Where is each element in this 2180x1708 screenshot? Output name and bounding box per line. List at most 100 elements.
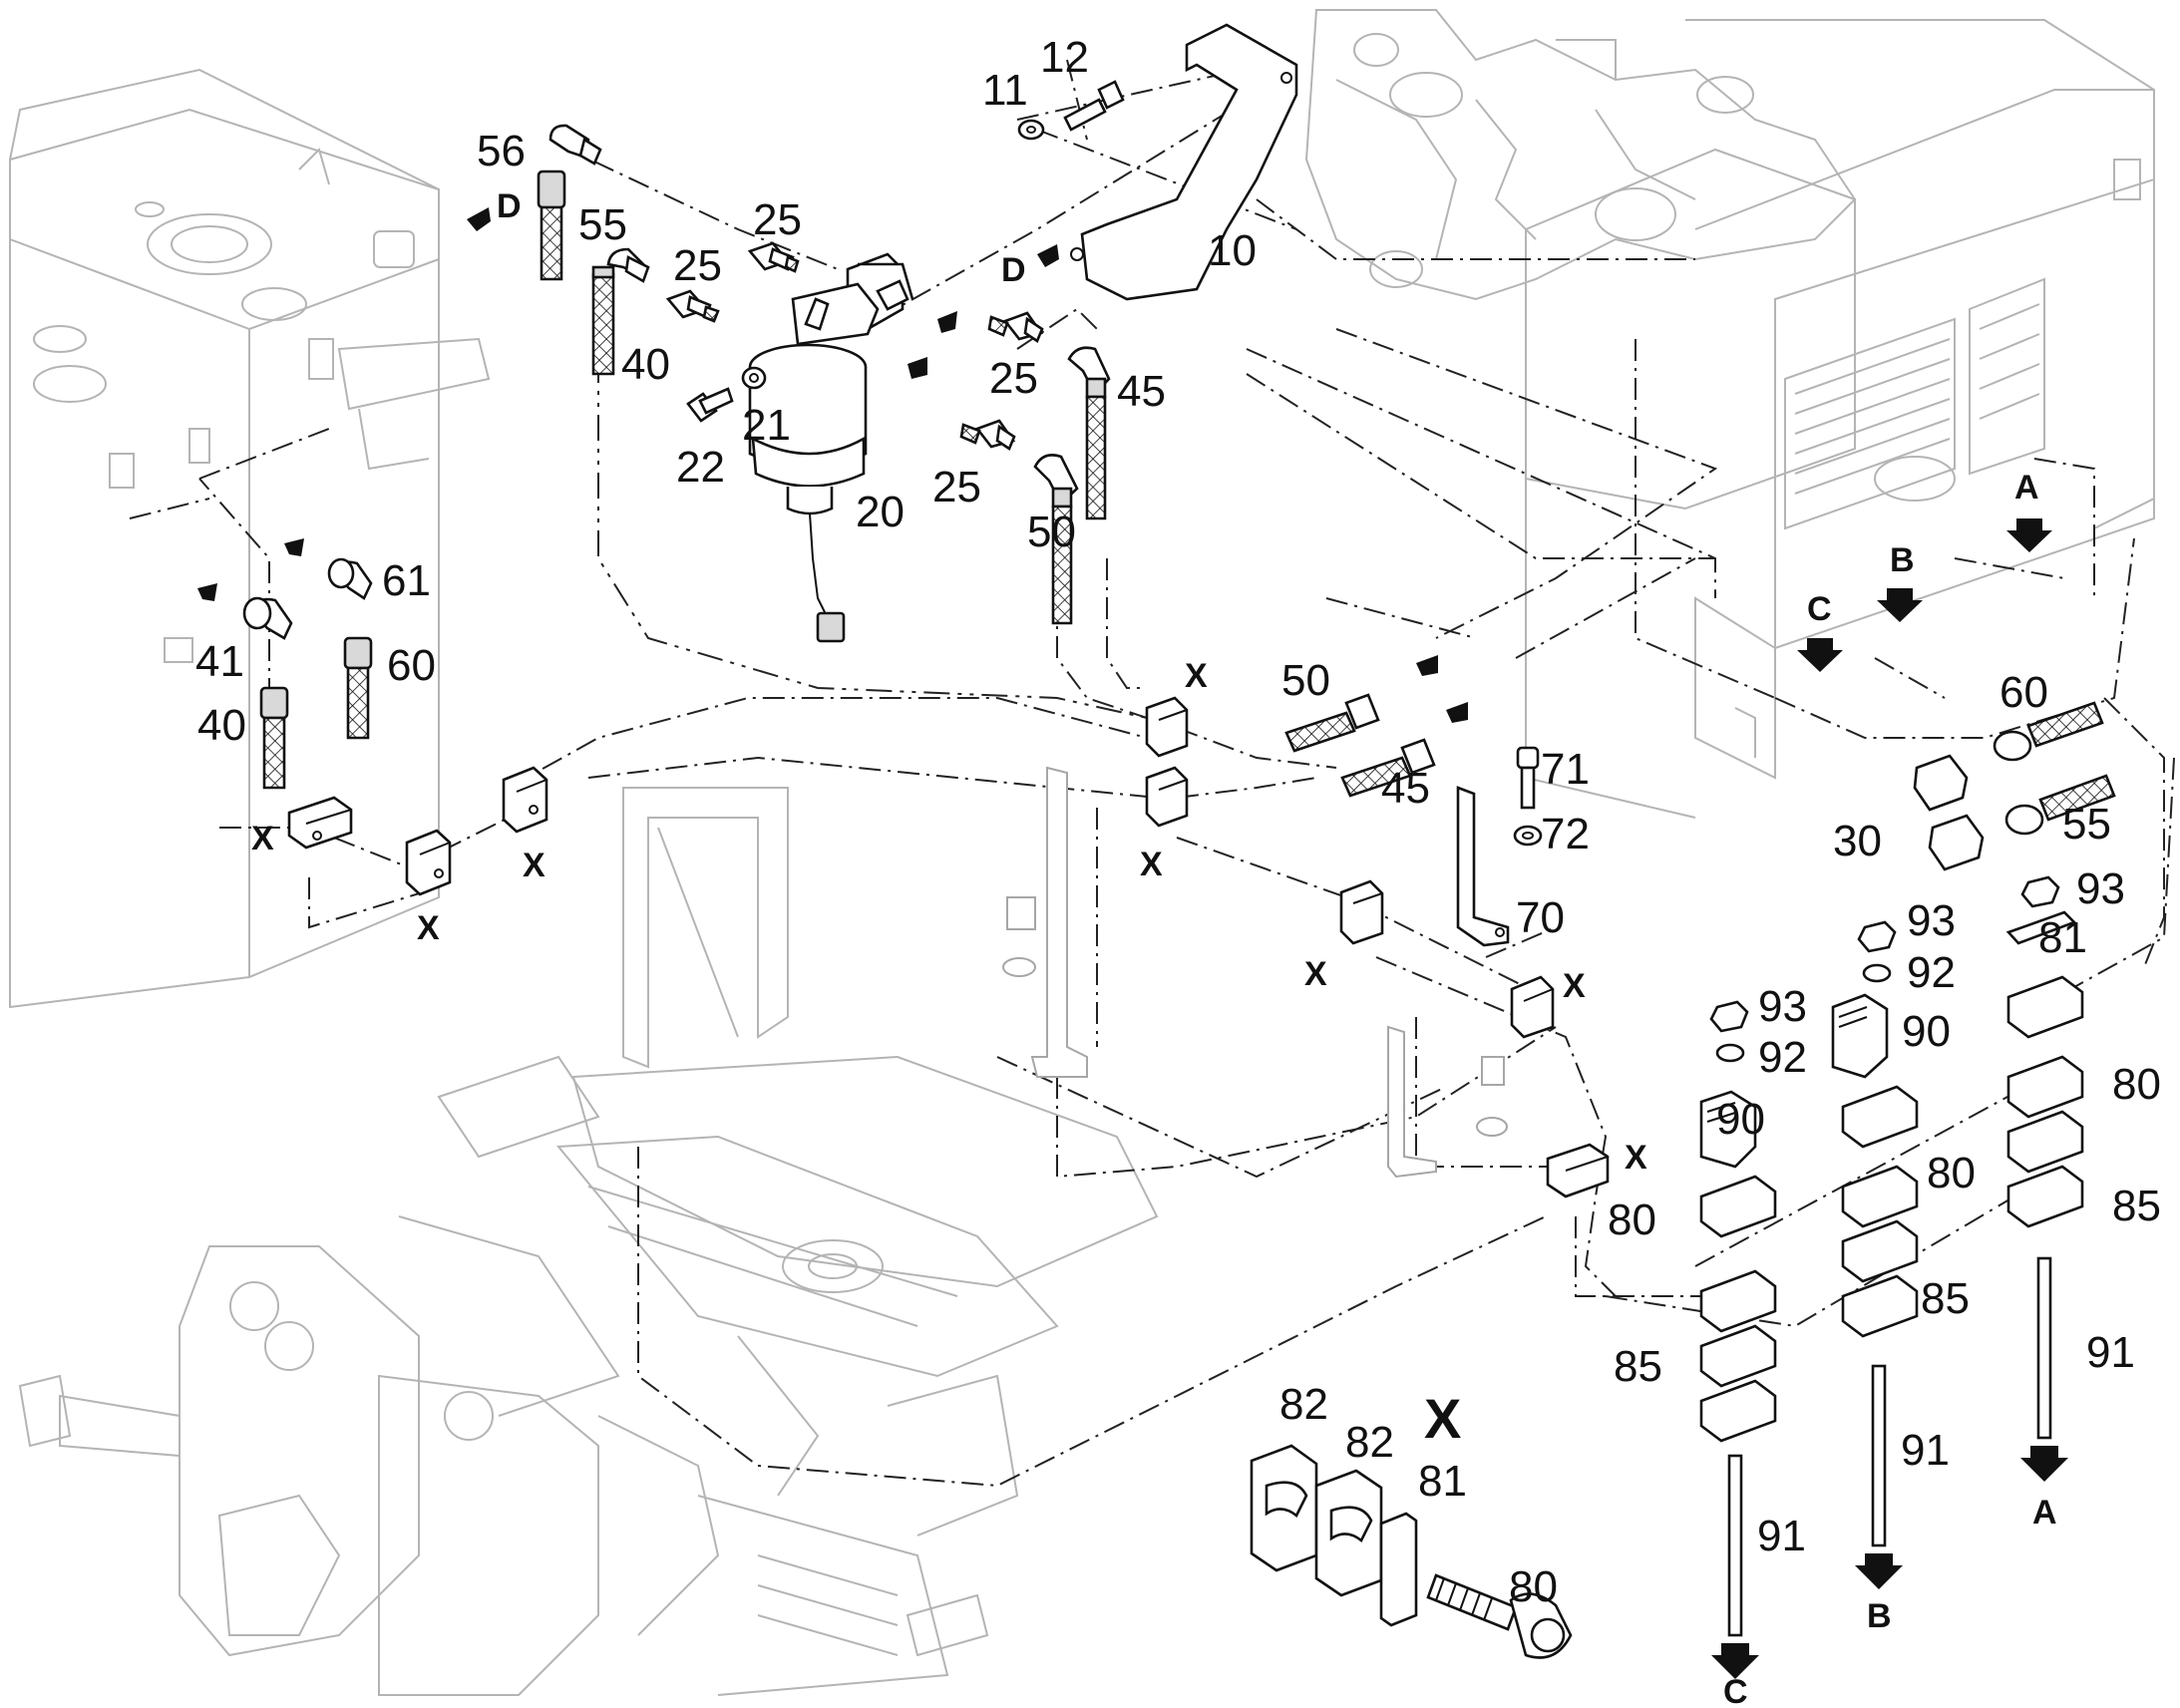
adapter-25-c [987,311,1044,343]
flag-x-8: X [1625,1139,1647,1177]
hose-50-upper [1033,454,1079,625]
flag-labels: A A B B C C D D X X X X X X X X X X [251,187,2057,1708]
bracket-70 [1456,786,1510,947]
arrow-center-1 [1416,655,1438,676]
flag-a-top: A [2014,469,2039,507]
callout-12: 12 [1040,33,1089,82]
washer-21 [741,366,767,390]
adapter-25-d [959,419,1016,451]
callout-22: 22 [676,443,725,492]
callout-80-a: 80 [1608,1196,1656,1244]
arrow-left-1 [284,538,304,556]
callout-93-b: 93 [1907,896,1956,945]
flag-b-top: B [1890,541,1915,579]
direction-arrows [197,207,2052,723]
clamp-x6 [1339,879,1384,945]
washer-72 [1513,825,1543,847]
callout-93-c: 93 [2076,864,2125,913]
adapter-25-b [665,289,720,323]
flag-x-1: X [251,820,274,857]
callout-91-b: 91 [1901,1426,1950,1475]
callout-60-b: 60 [1999,668,2048,717]
plug-30-a [1913,754,1969,812]
callout-85-c: 85 [2112,1182,2161,1230]
callout-81-a: 81 [2038,913,2087,962]
callout-91-a: 91 [1757,1512,1806,1560]
callout-91-c: 91 [2086,1328,2135,1377]
callout-25-a: 25 [753,195,802,244]
flag-x-6: X [1304,955,1327,993]
bolt-12 [1063,80,1125,132]
callout-85-a: 85 [1614,1342,1662,1391]
callout-92-b: 92 [1907,948,1956,997]
flag-x-2: X [523,847,545,884]
flag-d-left: D [497,187,522,225]
callout-45-b: 45 [1381,764,1430,813]
bracket-10 [1070,23,1298,301]
hose-50-fitting [1284,693,1380,753]
callout-61: 61 [382,556,431,605]
callout-50-a: 50 [1027,508,1076,556]
hose-55-upper [537,170,566,281]
hose-55-right [2004,774,2116,836]
arrow-d-left [467,207,491,231]
callout-90-a: 90 [1716,1095,1765,1144]
flag-c-top: C [1807,590,1832,628]
elbow-56 [548,124,602,166]
engine-cooling-pack-ghost [1304,9,2155,819]
arrow-b-down [1877,588,1923,622]
fuel-filter-20 [748,252,914,643]
clamp-x4 [1145,696,1189,758]
arrow-filter-in-1 [937,311,957,333]
callout-25-c: 25 [989,354,1038,403]
nut-93-a [2020,875,2060,908]
callout-25-b: 25 [673,241,722,290]
arrow-center-2 [1446,702,1468,723]
callout-93-a: 93 [1758,982,1807,1031]
callout-30: 30 [1833,817,1882,865]
hose-40-upper [591,247,650,376]
callout-90-b: 90 [1902,1007,1951,1056]
callout-80-d: 80 [1509,1562,1558,1611]
flag-b-bottom: B [1867,1597,1892,1635]
arrow-c-down [1797,638,1843,672]
callout-labels: 10 11 12 20 21 22 25 25 25 25 30 40 40 4… [195,33,2161,1611]
elbow-41 [242,596,293,640]
clamp-x8 [1546,1143,1610,1198]
clamp-x7 [1510,975,1555,1039]
flag-c-bottom: C [1723,1673,1748,1708]
callout-20: 20 [856,488,905,536]
hose-45-upper [1067,346,1111,520]
callout-56: 56 [477,127,526,175]
flag-a-bottom: A [2032,1494,2057,1532]
callout-50-b: 50 [1281,656,1330,705]
elbow-61 [327,557,373,600]
callout-80-c: 80 [2112,1060,2161,1109]
callout-81-b: 81 [1418,1457,1467,1506]
clamp-stack-a [2005,910,2084,1482]
washer-11 [1017,119,1045,141]
arrow-filter-in-2 [908,357,927,379]
detail-x-title: X [1424,1387,1461,1450]
callout-45-a: 45 [1117,367,1166,416]
clamp-stack-b [1831,993,1919,1589]
clamp-x5 [1145,766,1189,828]
clamp-x1 [287,796,353,850]
bolt-71 [1516,746,1540,810]
flag-x-3: X [417,909,440,947]
flag-x-5: X [1140,846,1163,883]
upright-bracket-right [1387,1025,1508,1179]
hose-60-right [1993,701,2104,762]
hose-40-left [259,686,289,790]
plug-30-b [1928,814,1985,871]
nut-93-c [1709,1000,1749,1063]
callout-82-b: 82 [1345,1418,1394,1467]
callout-70: 70 [1516,893,1565,942]
adapter-25-a [747,241,800,273]
callout-80-b: 80 [1927,1149,1976,1197]
hydraulic-tank-ghost [9,68,491,1009]
flag-x-4: X [1185,657,1208,695]
clamp-x2 [502,766,548,834]
callout-11: 11 [982,66,1028,115]
